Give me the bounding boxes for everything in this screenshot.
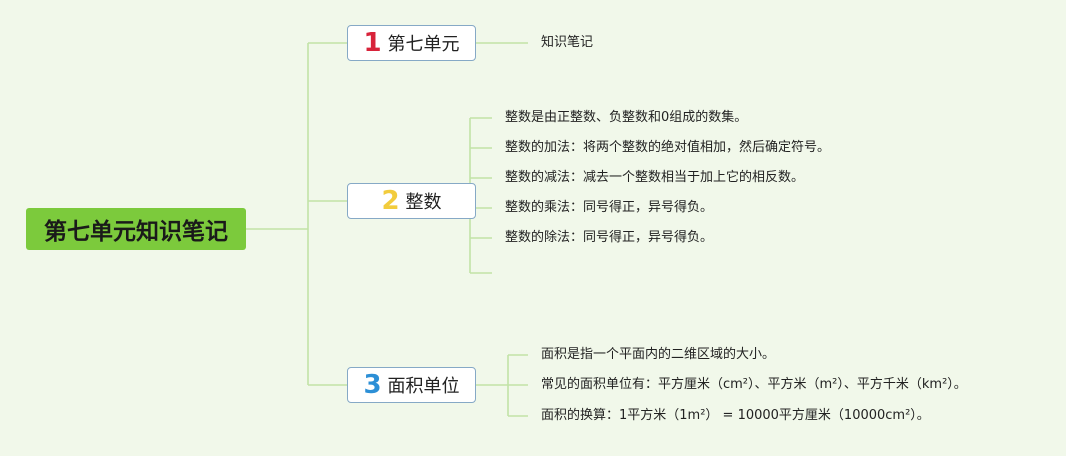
branch-number-badge: 2 <box>381 186 400 216</box>
leaf-item[interactable]: 常见的面积单位有：平方厘米（cm²）、平方米（m²）、平方千米（km²）。 <box>541 377 967 392</box>
leaf-item[interactable]: 整数是由正整数、负整数和0组成的数集。 <box>505 110 748 125</box>
branch-node-integers[interactable]: 2 整数 <box>347 183 476 219</box>
branch-node-unit-seven[interactable]: 1 第七单元 <box>347 25 476 61</box>
branch-label: 第七单元 <box>387 34 460 55</box>
branch-number-badge: 1 <box>363 28 382 58</box>
leaf-item[interactable]: 知识笔记 <box>541 35 594 50</box>
leaf-item[interactable]: 整数的加法：将两个整数的绝对值相加，然后确定符号。 <box>505 140 831 155</box>
leaf-item[interactable]: 整数的除法：同号得正，异号得负。 <box>505 230 714 245</box>
leaf-item[interactable]: 整数的减法：减去一个整数相当于加上它的相反数。 <box>505 170 805 185</box>
branch-label: 整数 <box>405 192 442 213</box>
leaf-item[interactable]: 面积的换算：1平方米（1m²） = 10000平方厘米（10000cm²）。 <box>541 408 930 423</box>
leaf-item[interactable]: 面积是指一个平面内的二维区域的大小。 <box>541 347 776 362</box>
branch-label: 面积单位 <box>387 376 460 397</box>
branch-number-badge: 3 <box>363 370 382 400</box>
leaf-item[interactable]: 整数的乘法：同号得正，异号得负。 <box>505 200 714 215</box>
root-label: 第七单元知识笔记 <box>44 219 228 245</box>
branch-node-area-units[interactable]: 3 面积单位 <box>347 367 476 403</box>
root-node[interactable]: 第七单元知识笔记 <box>26 208 246 250</box>
